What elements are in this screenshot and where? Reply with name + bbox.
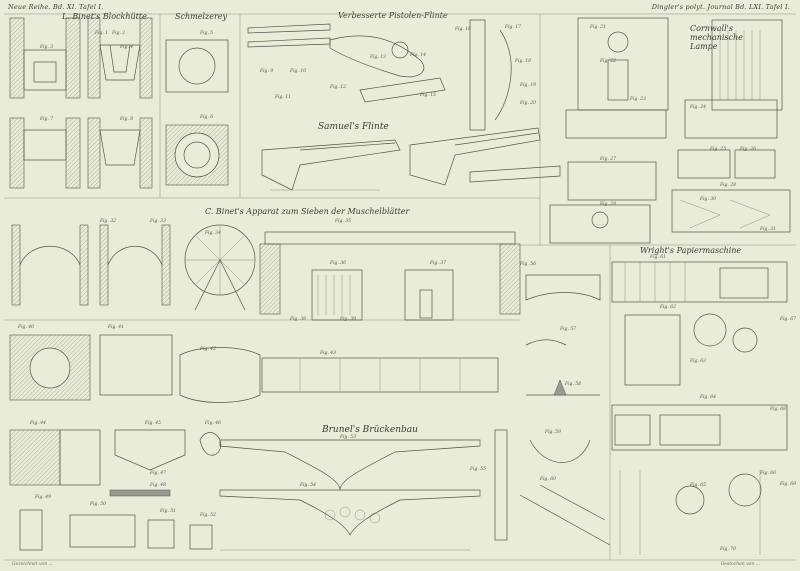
figure-label: Fig. 63 [689,358,706,364]
title-bridge: Brunel's Brückenbau [322,425,418,435]
figure-label: Fig. 69 [779,481,796,487]
footer-left: Gezeichnet von ... [12,562,53,567]
samuel-guns [261,127,561,191]
figure-label: Fig. 28 [719,182,736,188]
figure-label: Fig. 62 [659,304,676,310]
lower-left-details [9,334,499,551]
smelting-plans [165,39,229,186]
flintlock-parts [247,19,512,131]
figure-label: Fig. 48 [149,482,166,488]
figure-label: Fig. 18 [514,58,531,64]
figure-label: Fig. 54 [299,482,316,488]
figure-label: Fig. 8 [119,116,133,122]
figure-label: Fig. 58 [564,381,581,387]
figure-label: Fig. 21 [589,24,606,30]
figure-label: Fig. 22 [599,58,616,64]
figure-label: Fig. 52 [199,512,216,518]
figure-label: Fig. 42 [199,346,216,352]
figure-label: Fig. 20 [519,100,536,106]
figure-label: Fig. 11 [274,94,291,100]
figure-label: Fig. 19 [519,82,536,88]
figure-label: Fig. 57 [559,326,576,332]
sieve-apparatus [11,224,521,321]
figure-label: Fig. 56 [519,261,536,267]
title-cornwall: Cornwall's mechanische Lampe [690,24,743,51]
cornwall-lamp [549,17,791,244]
title-smelting: Schmelzerey [175,12,228,21]
figure-label: Fig. 43 [319,350,336,356]
panel-frames [4,13,796,561]
figure-label: Fig. 29 [599,201,616,207]
figure-label: Fig. 66 [759,470,776,476]
figure-label: Fig. 26 [739,146,756,152]
figure-label: Fig. 61 [649,254,666,260]
figure-label: Fig. 53 [339,434,356,440]
figure-label: Fig. 68 [769,406,786,412]
figure-label: Fig. 5 [199,30,213,36]
figure-label: Fig. 32 [99,218,116,224]
plate-header-right: Dingler's polyt. Journal Bd. LXI. Tafel … [651,3,790,11]
figure-label: Fig. 12 [329,84,346,90]
figure-label: Fig. 55 [469,466,486,472]
title-wright: Wright's Papiermaschine [640,246,742,255]
figure-label: Fig. 34 [204,230,221,236]
figure-label: Fig. 59 [544,429,561,435]
figure-label: Fig. 36 [329,260,346,266]
figure-label: Fig. 30 [699,196,716,202]
title-samuel: Samuel's Flinte [318,122,389,132]
figure-label: Fig. 3 [39,44,53,50]
figure-label: Fig. 45 [144,420,161,426]
figure-label: Fig. 33 [149,218,166,224]
figure-label: Fig. 13 [369,54,386,60]
figure-label: Fig. 46 [204,420,221,426]
figure-label: Fig. 7 [39,116,53,122]
figure-label: Fig. 67 [779,316,796,322]
blacksmith-hearths [9,17,153,189]
title-blacksmith: L. Binet's Blockhütte [62,12,147,21]
figure-label: Fig. 27 [599,156,616,162]
figure-label: Fig. 41 [107,324,124,330]
figure-label: Fig. 38 [289,316,306,322]
figure-label: Fig. 6 [199,114,213,120]
figure-label: Fig. 4 [119,44,133,50]
figure-label: Fig. 24 [689,104,706,110]
figure-label: Fig. 60 [539,476,556,482]
figure-label: Fig. 35 [334,218,351,224]
figure-label: Fig. 49 [34,494,51,500]
figure-label: Fig. 64 [699,394,716,400]
figure-label: Fig. 1 [94,30,108,36]
figure-label: Fig. 47 [149,470,166,476]
title-flintlock: Verbesserte Pistolen-Flinte [338,11,448,20]
figure-label: Fig. 15 [419,92,436,98]
figure-label: Fig. 40 [17,324,34,330]
figure-label: Fig. 65 [689,482,706,488]
figure-label: Fig. 39 [339,316,356,322]
figure-label: Fig. 17 [504,24,521,30]
figure-label: Fig. 31 [759,226,776,232]
wright-paper-machine [611,261,788,555]
footer-right: Gestochen von ... [720,562,760,567]
figure-label: Fig. 44 [29,420,46,426]
figure-label: Fig. 25 [709,146,726,152]
figure-label: Fig. 37 [429,260,446,266]
figure-label: Fig. 9 [259,68,273,74]
title-apparatus: C. Binet's Apparat zum Sieben der Musche… [205,207,410,216]
middle-right-details [519,274,611,546]
figure-label: Fig. 70 [719,546,736,552]
figure-label: Fig. 2 [111,30,125,36]
plate-header-left: Neue Reihe. Bd. XI. Tafel I. [8,3,104,11]
figure-label: Fig. 14 [409,52,426,58]
figure-label: Fig. 23 [629,96,646,102]
figure-label: Fig. 16 [454,26,471,32]
brunel-bridge [219,429,508,551]
figure-label: Fig. 51 [159,508,176,514]
figure-label: Fig. 50 [89,501,106,507]
figure-label: Fig. 10 [289,68,306,74]
